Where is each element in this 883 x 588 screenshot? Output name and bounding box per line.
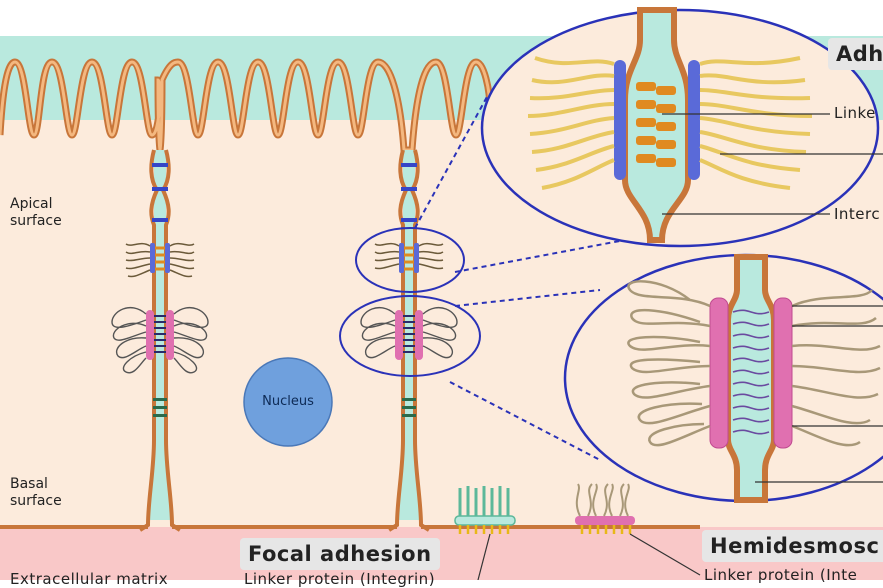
adherens-junction-title: Adh <box>828 38 883 70</box>
basal-surface-label: Basal surface <box>10 476 62 509</box>
focal-adhesion-title: Focal adhesion <box>240 538 440 570</box>
adherens-highlight-ellipse <box>355 227 465 293</box>
hemidesmosome-icon <box>575 483 701 576</box>
tight-junction-icon <box>152 218 168 222</box>
focal-adhesion-icon <box>454 486 516 580</box>
desmosome-icon <box>111 307 209 374</box>
zoom-connector <box>454 239 626 273</box>
intercellular-label: Interc <box>834 205 881 223</box>
zoom-connector <box>414 94 489 229</box>
hemidesmosome-linker-label: Linker protein (Inte <box>704 566 858 584</box>
nucleus-icon <box>243 357 333 447</box>
gap-junction-icon <box>402 398 416 417</box>
apical-membrane-inner <box>0 60 492 152</box>
adherens-junction-icon <box>125 242 195 278</box>
adherens-zoom-circle <box>480 7 883 248</box>
gap-junction-icon <box>153 398 167 417</box>
lateral-junction-left <box>111 149 209 532</box>
desmosome-highlight-ellipse <box>339 295 481 377</box>
tight-junction-icon <box>152 163 168 167</box>
focal-linker-label: Linker protein (Integrin) <box>244 570 436 588</box>
linker-label-top: Linke <box>834 104 876 122</box>
tight-junction-icon <box>152 187 168 191</box>
apical-surface-label: Apical surface <box>10 196 62 229</box>
desmosome-icon <box>360 307 458 360</box>
extracellular-matrix-label: Extracellular matrix <box>10 570 169 588</box>
lateral-junction-center <box>360 149 458 532</box>
tight-junction-icon <box>401 218 417 222</box>
tight-junction-icon <box>401 187 417 191</box>
zoom-connector <box>449 381 601 461</box>
hemidesmosome-title: Hemidesmosc <box>702 530 883 562</box>
tight-junction-icon <box>401 163 417 167</box>
zoom-connector <box>454 289 601 307</box>
nucleus-label: Nucleus <box>262 394 314 409</box>
desmosome-zoom-circle <box>563 253 883 503</box>
adherens-junction-icon <box>374 242 444 273</box>
